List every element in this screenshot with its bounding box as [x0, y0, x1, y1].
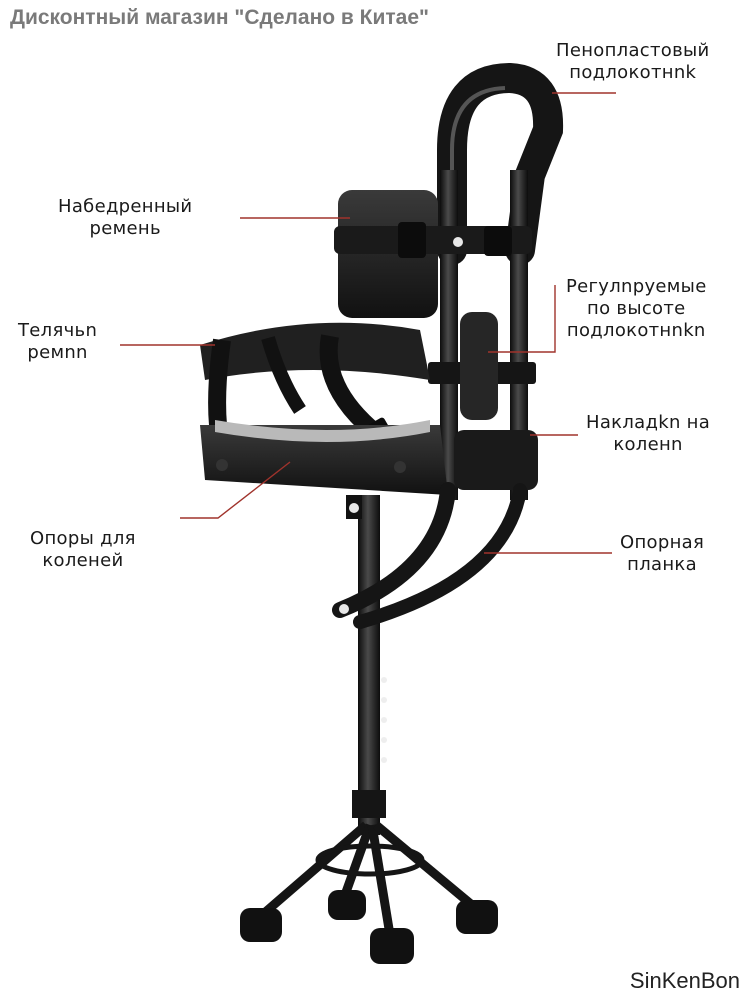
support-bar: [332, 482, 527, 629]
tripod-legs: [240, 821, 498, 964]
foot-tip: [240, 908, 282, 942]
foam-armrest-handle: [437, 62, 564, 265]
store-title: Дисконтный магазин "Сделано в Китае": [10, 6, 429, 29]
knee-pad-block: [454, 430, 538, 490]
watermark: SinKenBon: [623, 966, 746, 996]
knee-support-tray: [200, 420, 538, 495]
center-post: [346, 495, 387, 835]
leader-knee-supports: [180, 461, 291, 519]
label-adjustable-armrests: Регулnpуемые по высоте подлокотнnkn: [566, 276, 707, 341]
adjustable-clamp: [428, 312, 536, 420]
leader-lines: [120, 92, 616, 554]
label-support-bar: Опорная планка: [620, 532, 705, 575]
thigh-pad: [334, 190, 532, 318]
label-thigh-strap: Набедренный ремень: [58, 196, 193, 239]
leader-adjustable: [488, 285, 556, 353]
label-knee-pads: Накладkn на коленn: [586, 412, 711, 455]
label-knee-supports: Опоры для коленей: [30, 528, 136, 571]
foot-tip: [456, 900, 498, 934]
foot-tip: [328, 890, 366, 920]
label-foam-armrest: Пенопластовый подлокотнnk: [556, 40, 710, 83]
foot-tip: [370, 928, 414, 964]
label-calf-strap: Телячьn ремnn: [18, 320, 98, 363]
